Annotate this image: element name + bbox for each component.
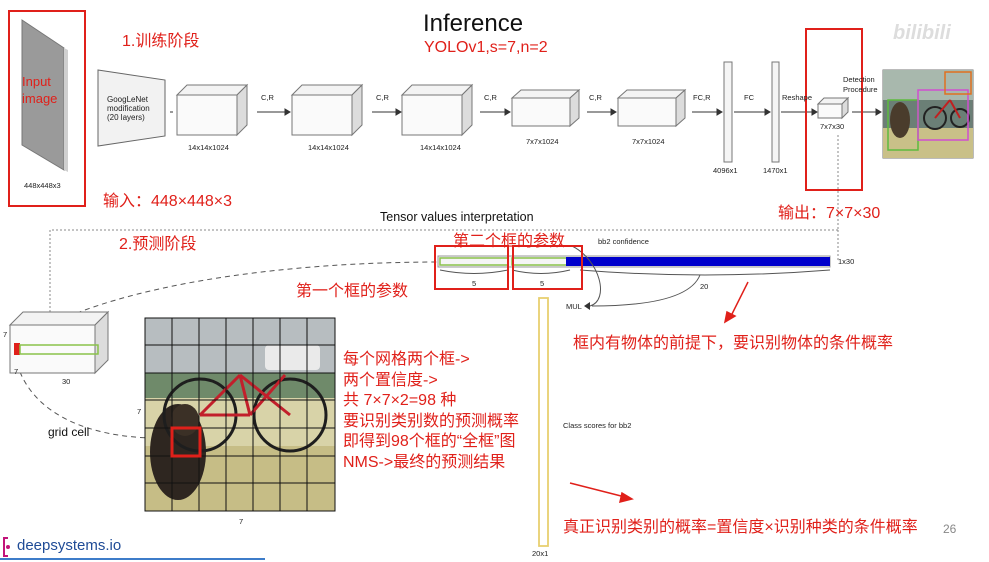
mul-label: MUL: [566, 302, 582, 311]
input-highlight-box: [8, 10, 86, 207]
segment3-size: 20: [700, 282, 709, 291]
conv-block-2: [290, 83, 364, 137]
class-scores-label: Class scores for bb2: [563, 421, 632, 430]
page-subtitle: YOLOv1,s=7,n=2: [424, 39, 548, 56]
fcr-label: FC,R: [693, 93, 711, 102]
reshape-label: Reshape: [782, 93, 813, 102]
block2-dims: 14x14x1024: [308, 143, 349, 152]
output-dims: 7x7x30: [820, 122, 845, 131]
box1-highlight: [434, 245, 509, 290]
fc1-dims: 4096x1: [713, 166, 738, 175]
note-line-4: 要识别类别数的预测概率: [343, 412, 520, 430]
note-line-2: 两个置信度->: [343, 371, 438, 389]
output-note: 输出：7×7×30: [778, 205, 881, 222]
detection-thumbnail: [882, 69, 974, 159]
dotted-connectors: [49, 135, 839, 312]
input-note: 输入：448×448×3: [103, 193, 232, 210]
fc-label: FC: [744, 93, 754, 102]
vector-dims: 1x30: [838, 257, 855, 266]
cr-label-1: C,R: [261, 93, 274, 102]
brand-name: deepsystems.io: [17, 537, 122, 554]
input-label-line2: image: [22, 91, 58, 106]
block4-dims: 7x7x1024: [526, 137, 559, 146]
box2-params-label: 第二个框的参数: [453, 233, 566, 250]
conv-block-1: [175, 83, 249, 137]
fc2-bar: [771, 61, 780, 163]
note-line-5: 即得到98个框的“全框”图: [343, 433, 516, 450]
note-line-6: NMS->最终的预测结果: [343, 453, 506, 471]
cube-depth: 30: [62, 377, 71, 386]
final-probability-note: 真正识别类别的概率=置信度×识别种类的条件概率: [563, 519, 918, 536]
segment1-size: 5: [472, 279, 477, 288]
googlenet-trapezoid: [97, 69, 166, 147]
brand-icon: [3, 537, 10, 557]
fc1-bar: [723, 61, 733, 163]
note-line-3: 共 7×7×2=98 种: [343, 392, 457, 409]
tensor-title: Tensor values interpretation: [380, 210, 534, 224]
note-line-1: 每个网格两个框->: [343, 351, 470, 368]
bb2-confidence-label: bb2 confidence: [598, 237, 649, 246]
detection-line1: Detection: [843, 75, 875, 84]
page-number: 26: [943, 522, 957, 536]
conv-block-3: [400, 83, 474, 137]
segment2-size: 5: [540, 279, 545, 288]
input-label-line1: Input: [22, 74, 51, 89]
conv-block-5: [616, 88, 687, 128]
segment-braces: [439, 269, 831, 276]
cr-label-2: C,R: [376, 93, 389, 102]
stage1-label: 1.训练阶段: [122, 33, 200, 50]
stage2-label: 2.预测阶段: [119, 236, 197, 253]
googlenet-line1: GoogLeNet: [107, 95, 148, 104]
grid-side-left: 7: [137, 407, 142, 416]
output-highlight-box: [805, 28, 863, 191]
cube-side-b: 7: [14, 367, 19, 376]
explanation-notes: 每个网格两个框-> 两个置信度-> 共 7×7×2=98 种 要识别类别数的预测…: [343, 350, 519, 473]
mul-arrowhead: [584, 302, 590, 310]
grid-side-bottom: 7: [239, 517, 244, 526]
box1-params-label: 第一个框的参数: [296, 283, 409, 300]
conv-block-4: [510, 88, 581, 128]
block5-dims: 7x7x1024: [632, 137, 665, 146]
fc2-dims: 1470x1: [763, 166, 788, 175]
cr-label-3: C,R: [484, 93, 497, 102]
cube-side-a: 7: [3, 330, 8, 339]
grid-cell-cube: [8, 310, 110, 375]
input-image-slab-edge: [64, 48, 68, 172]
cr-label-4: C,R: [589, 93, 602, 102]
flow-arrows: [170, 108, 882, 116]
watermark-logo: bilibili: [893, 22, 951, 44]
dashed-curves: [19, 261, 439, 439]
googlenet-line2: modification: [107, 104, 150, 113]
class-score-bar: [538, 297, 549, 547]
block3-dims: 14x14x1024: [420, 143, 461, 152]
googlenet-line3: (20 layers): [107, 113, 145, 122]
red-arrows: [569, 281, 749, 504]
grid-photo: [145, 318, 335, 511]
mul-arrows: [571, 245, 701, 307]
grid-cell-label: grid cell: [48, 425, 90, 439]
conditional-prob-note: 框内有物体的前提下，要识别物体的条件概率: [573, 335, 894, 352]
block1-dims: 14x14x1024: [188, 143, 229, 152]
grid-cell-highlight: [170, 426, 202, 458]
class-dims: 20x1: [532, 549, 549, 558]
output-cube: [816, 96, 850, 120]
input-dims: 448x448x3: [24, 181, 61, 190]
box2-highlight: [512, 245, 583, 290]
detection-line2: Procedure: [843, 85, 878, 94]
page-title: Inference: [423, 10, 524, 37]
